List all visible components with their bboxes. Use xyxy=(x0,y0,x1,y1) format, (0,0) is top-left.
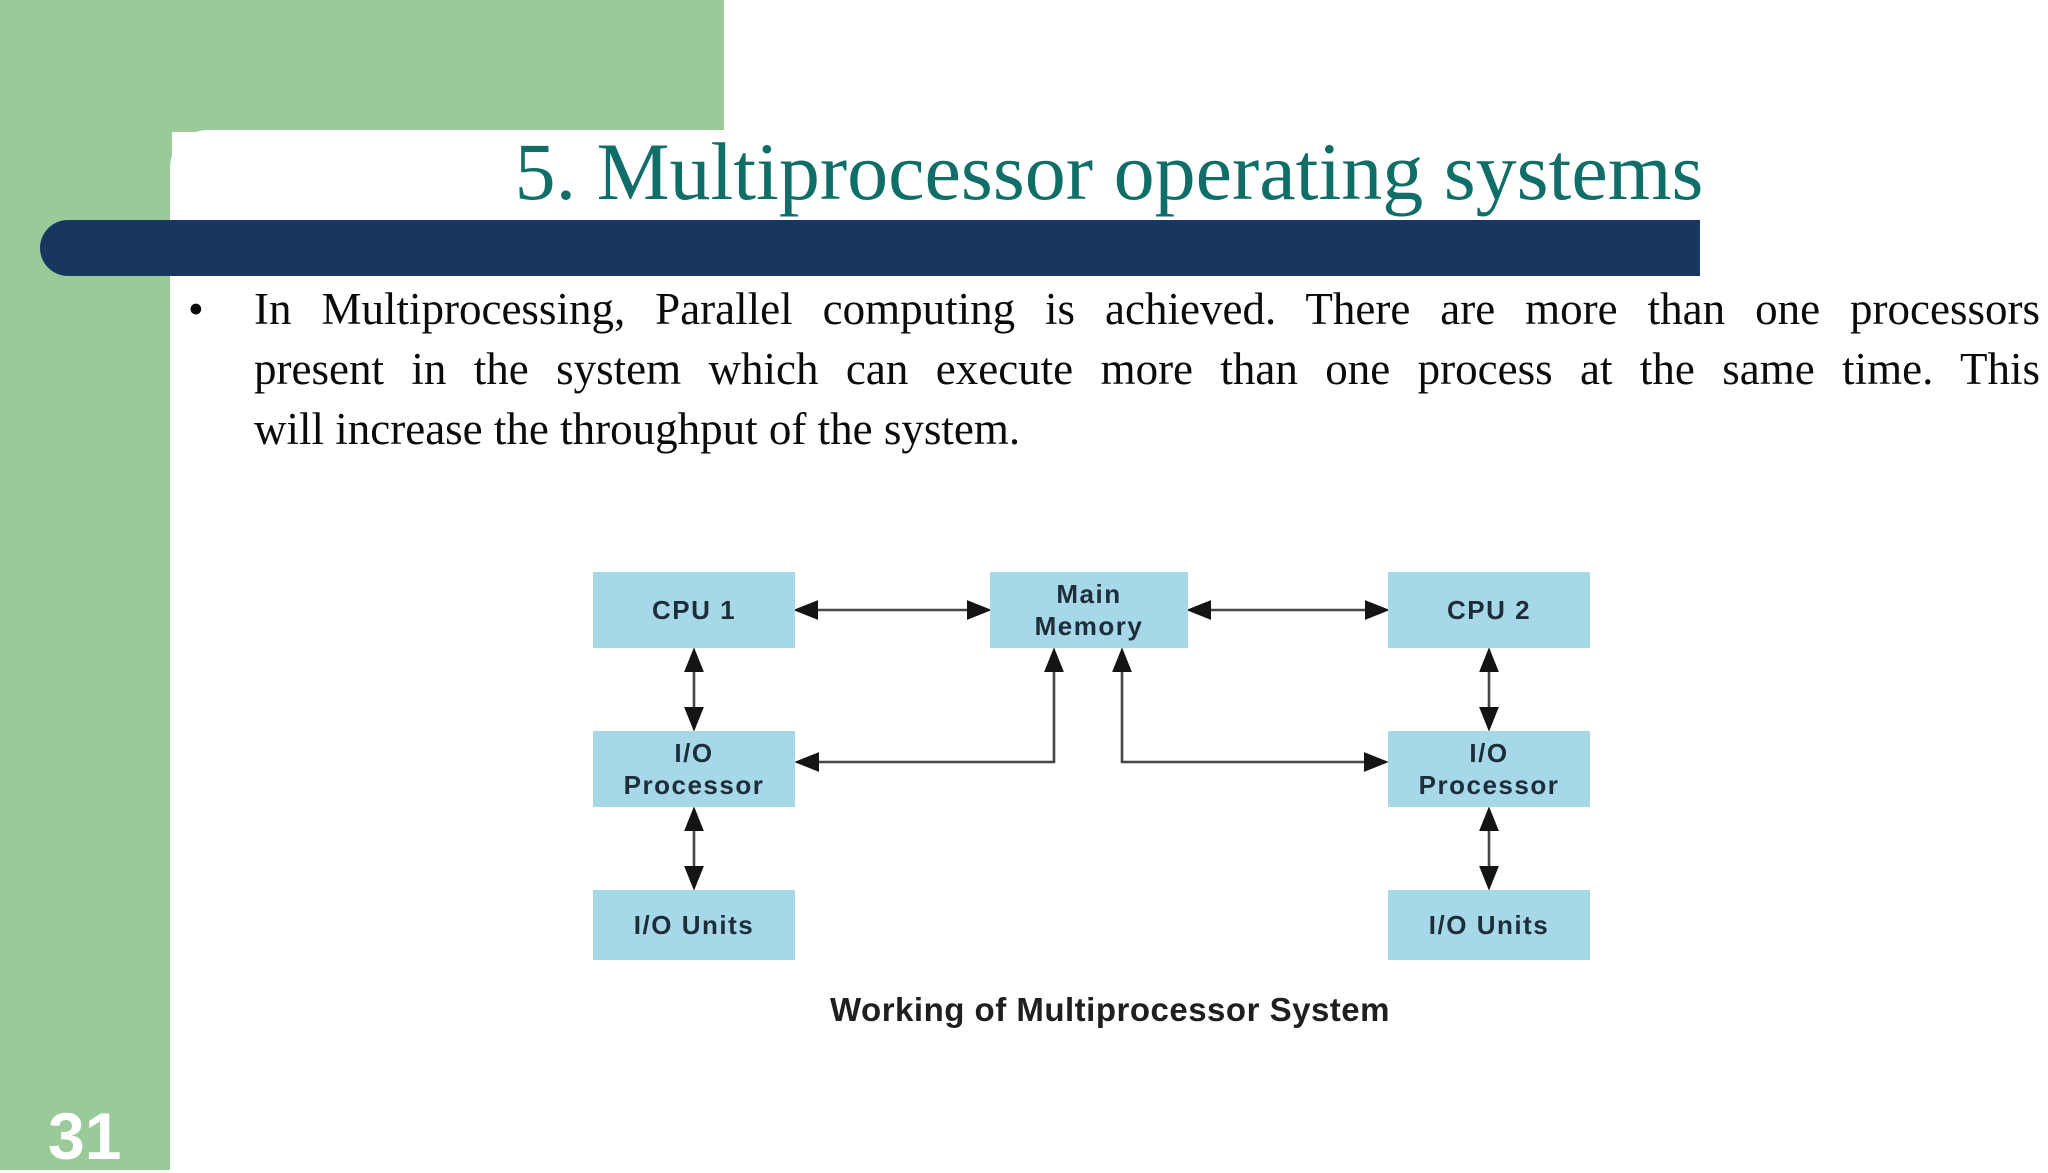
bullet-paragraph: • In Multiprocessing, Parallel computing… xyxy=(182,279,2040,459)
node-io-units-right: I/O Units xyxy=(1388,890,1590,960)
green-side-strip xyxy=(0,0,172,1170)
navy-accent-bar xyxy=(40,220,1700,276)
node-io-units-left: I/O Units xyxy=(593,890,795,960)
node-main-memory: Main Memory xyxy=(990,572,1188,648)
node-cpu1: CPU 1 xyxy=(593,572,795,648)
bullet-text-line: will increase the throughput of the syst… xyxy=(254,404,1021,454)
node-io-processor-left: I/O Processor xyxy=(593,731,795,807)
content-panel xyxy=(170,130,2048,1170)
bullet-marker: • xyxy=(188,284,204,334)
bullet-text-line: present in the system which can execute … xyxy=(254,344,2040,394)
slide-title: 5. Multiprocessor operating systems xyxy=(514,126,1704,217)
page-number: 31 xyxy=(48,1099,122,1173)
bullet-text: In Multiprocessing, Parallel computing i… xyxy=(254,279,2040,459)
node-cpu2: CPU 2 xyxy=(1388,572,1590,648)
diagram-caption: Working of Multiprocessor System xyxy=(830,991,1390,1028)
diagram-connectors xyxy=(684,600,1499,891)
arrow-memory-ioprocessor-right xyxy=(1112,647,1389,772)
bullet-text-line: In Multiprocessing, Parallel computing i… xyxy=(254,284,2040,334)
arrow-memory-ioprocessor-left xyxy=(794,647,1064,772)
node-io-processor-right: I/O Processor xyxy=(1388,731,1590,807)
multiprocessor-diagram: CPU 1 Main Memory CPU 2 I/O Processor I/… xyxy=(560,555,1660,1035)
